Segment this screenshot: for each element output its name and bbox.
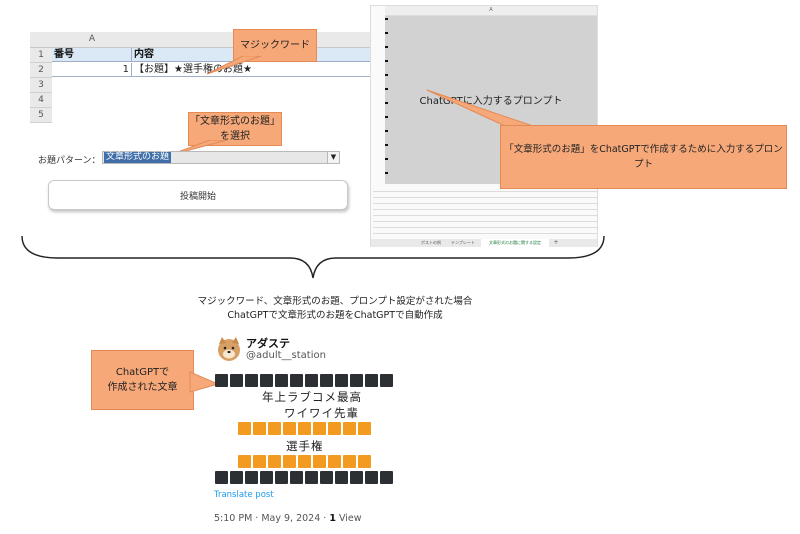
callout-prompt-for-form: 「文章形式のお題」をChatGPTで作成するために入力するプロンプト (500, 125, 787, 189)
row-header-1[interactable]: 1 (30, 48, 52, 63)
column-header-a[interactable]: A (52, 32, 133, 48)
callout-magic-word-text: マジックワード (240, 40, 310, 51)
tweet-display-name[interactable]: アダステ (246, 337, 290, 350)
start-posting-button[interactable]: 投稿開始 (48, 180, 348, 210)
row-header-2[interactable]: 2 (30, 63, 52, 78)
sheet-tab-template[interactable]: テンプレート (451, 240, 475, 245)
callout-created-text: ChatGPTで 作成された文章 (91, 350, 194, 410)
callout-select-line1: 「文章形式のお題」 (190, 116, 280, 127)
avatar-icon[interactable] (216, 336, 242, 362)
dark-block-row-bottom (215, 471, 393, 484)
summary-line2: ChatGPTで文章形式のお題をChatGPTで自動作成 (227, 310, 443, 321)
dark-block-row-top (215, 374, 393, 387)
prompt-sheet-preview: A ChatGPTに入力するプロンプト ポストの例 テンプレート 文章形式のお題… (370, 5, 598, 247)
row-header-4[interactable]: 4 (30, 93, 52, 108)
tweet-meta: 5:10 PM · May 9, 2024 · 1 View (214, 513, 362, 524)
tweet-handle[interactable]: @adult__station (246, 350, 326, 361)
callout-created-line2: 作成された文章 (107, 382, 178, 393)
orange-block-row-bottom (238, 455, 371, 468)
add-sheet-icon[interactable]: + (553, 239, 559, 246)
cell-no-1[interactable]: 1 (52, 63, 132, 77)
pattern-label: お題パターン： (38, 156, 101, 166)
tweet-line-1: 年上ラブコメ最高 (262, 390, 362, 404)
cell-header-no[interactable]: 番号 (52, 48, 132, 62)
sheet-tabs: ポストの例 テンプレート 文章形式のお題に関する設定 + (371, 239, 597, 247)
callout-created-line1: ChatGPTで (115, 367, 170, 378)
tweet-line-3: 選手権 (286, 439, 324, 453)
row-header-3[interactable]: 3 (30, 78, 52, 93)
callout-created-pointer (189, 371, 220, 393)
tweet-view-count: 1 (329, 513, 336, 524)
summary-text: マジックワード、文章形式のお題、プロンプト設定がされた場合 ChatGPTで文章… (150, 295, 520, 323)
callout-select-line2: を選択 (220, 131, 250, 142)
prompt-sheet-empty-rows (373, 186, 597, 238)
pattern-select-value: 文章形式のお題 (104, 152, 172, 163)
chevron-down-icon[interactable]: ▼ (327, 152, 339, 163)
callout-magic-word-pointer (206, 56, 262, 75)
row-header-5[interactable]: 5 (30, 108, 52, 123)
sheet-tab-post-example[interactable]: ポストの例 (421, 240, 441, 245)
sheet-tab-prompt-settings[interactable]: 文章形式のお題に関する設定 (481, 239, 549, 247)
tweet-timestamp[interactable]: 5:10 PM · May 9, 2024 · (214, 513, 330, 524)
translate-post-link[interactable]: Translate post (214, 490, 274, 500)
callout-select: 「文章形式のお題」 を選択 (188, 112, 282, 146)
summary-line1: マジックワード、文章形式のお題、プロンプト設定がされた場合 (197, 296, 473, 307)
callout-prompt-for-form-text: 「文章形式のお題」をChatGPTで作成するために入力するプロンプト (504, 144, 783, 170)
pattern-select[interactable]: 文章形式のお題 ▼ (102, 151, 340, 164)
orange-block-row-top (238, 422, 371, 435)
prompt-cell-text: ChatGPTに入力するプロンプト (419, 96, 563, 107)
curly-bracket (21, 235, 605, 279)
prompt-sheet-column-a[interactable]: A (385, 6, 597, 16)
corner-cell (30, 32, 53, 48)
prompt-cell-markers (385, 18, 388, 178)
tweet-view-label: View (335, 513, 362, 524)
tweet-line-2: ワイワイ先輩 (284, 406, 359, 420)
